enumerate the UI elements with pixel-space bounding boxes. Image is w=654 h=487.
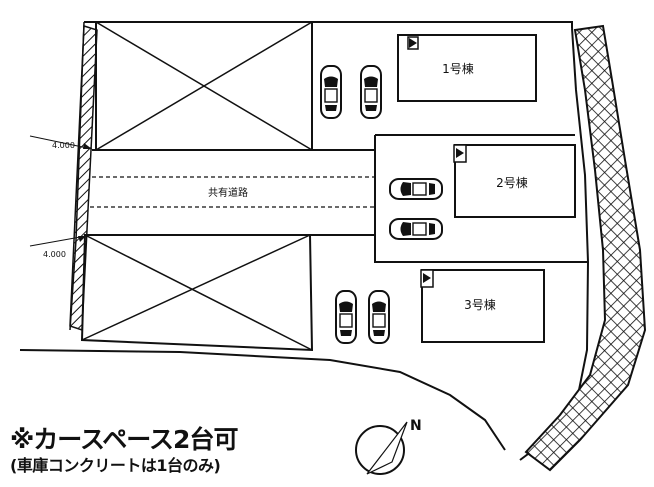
car-icon — [360, 65, 382, 119]
building-3 — [420, 269, 545, 343]
car-icon — [368, 290, 390, 344]
parking-area-lower-left — [80, 234, 314, 352]
right-slope-embankment — [524, 24, 647, 472]
road-width-label-top: 4.000 — [52, 141, 75, 150]
building-2 — [453, 144, 576, 218]
road-width-label-bottom: 4.000 — [43, 250, 66, 259]
road-width-dimension-top — [29, 135, 93, 150]
north-label: N — [410, 418, 422, 434]
building-3-label: 3号棟 — [464, 297, 496, 312]
building-2-label: 2号棟 — [496, 175, 528, 190]
parking-subnote: (車庫コンクリートは1台のみ) — [10, 456, 221, 475]
lot-building-2 — [374, 135, 588, 263]
car-icon — [320, 65, 342, 119]
building-1 — [397, 34, 537, 102]
site-outline — [19, 21, 590, 461]
shared-road-label: 共有道路 — [208, 186, 248, 199]
building-1-label: 1号棟 — [442, 61, 474, 76]
parking-note: ※カースペース2台可 — [10, 425, 238, 454]
car-icon — [389, 218, 443, 240]
north-arrow-icon — [355, 421, 408, 475]
road-width-dimension-bottom — [29, 235, 87, 247]
car-icon — [389, 178, 443, 200]
car-icon — [335, 290, 357, 344]
lot-building-1 — [311, 22, 575, 151]
parking-area-upper-left — [95, 21, 313, 151]
